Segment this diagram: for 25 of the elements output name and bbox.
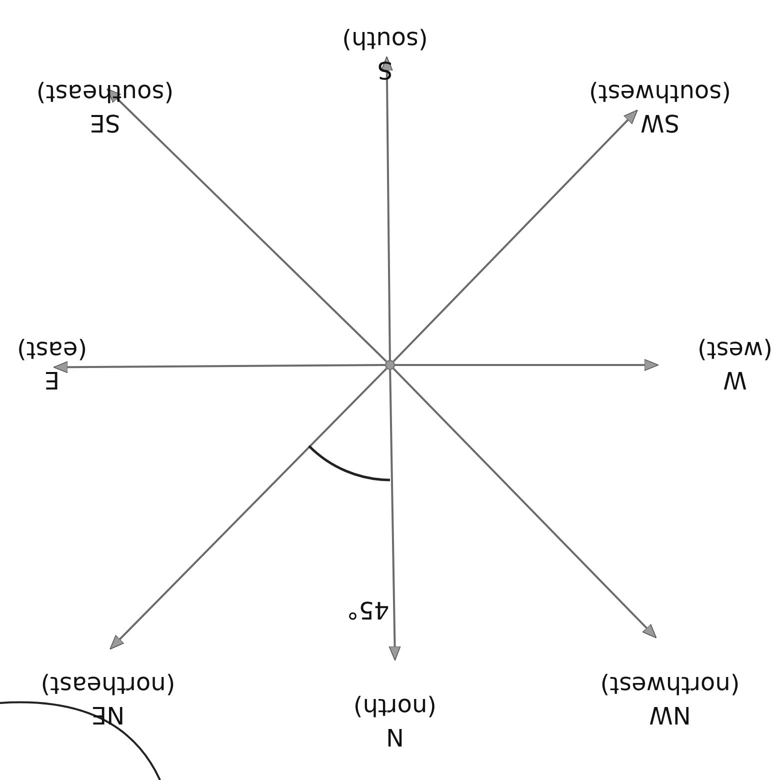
direction-abbreviation: W bbox=[723, 365, 747, 395]
direction-abbreviation: NW bbox=[649, 700, 691, 730]
arrow bbox=[380, 56, 393, 360]
direction-name: (north) bbox=[353, 692, 437, 722]
arrow bbox=[392, 110, 638, 362]
arrow bbox=[110, 368, 388, 650]
direction-name: (east) bbox=[16, 335, 88, 365]
direction-abbreviation: E bbox=[44, 365, 60, 395]
direction-abbreviation: SE bbox=[90, 108, 120, 138]
direction-abbreviation: S bbox=[377, 55, 393, 85]
arrow bbox=[388, 370, 401, 661]
arrow bbox=[395, 358, 659, 372]
direction-name: (northwest) bbox=[600, 670, 740, 700]
direction-name: (northeast) bbox=[40, 670, 176, 700]
arrow bbox=[53, 361, 385, 374]
angle-label: 45° bbox=[346, 595, 390, 626]
arrow bbox=[106, 88, 388, 362]
direction-abbreviation: N bbox=[386, 722, 404, 752]
direction-abbreviation: NE bbox=[91, 700, 125, 730]
arrow bbox=[392, 368, 657, 638]
direction-name: (south) bbox=[342, 25, 428, 55]
direction-abbreviation: SW bbox=[640, 108, 680, 138]
direction-name: (southeast) bbox=[36, 78, 174, 108]
direction-name: (southwest) bbox=[588, 78, 732, 108]
direction-name: (west) bbox=[697, 335, 773, 365]
